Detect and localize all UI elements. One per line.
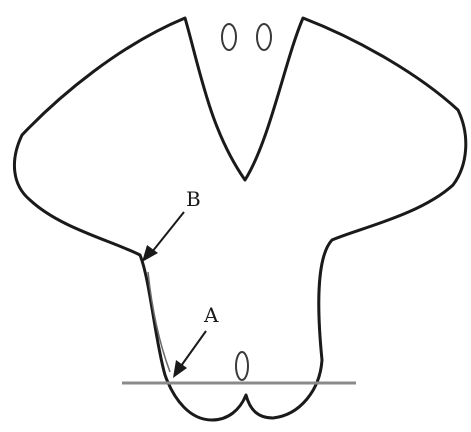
label-a: A — [203, 303, 219, 327]
body-outline — [14, 18, 465, 420]
label-b: B — [186, 187, 201, 211]
top-oval-right — [257, 24, 271, 50]
top-oval-left — [222, 24, 236, 50]
